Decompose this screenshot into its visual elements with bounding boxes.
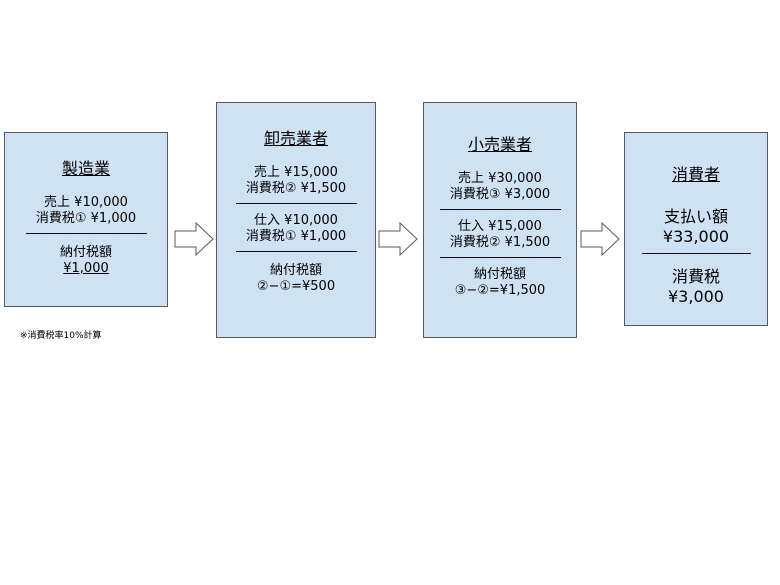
tax-rate-footnote: ※消費税率10%計算 xyxy=(20,331,102,341)
wholesaler-title: 卸売業者 xyxy=(263,129,328,148)
wholesaler-sales-tax: 消費税② ¥1,500 xyxy=(245,181,347,196)
arrow-right-icon xyxy=(174,222,214,256)
arrow-right-icon xyxy=(378,222,418,256)
consumer-paid-value: ¥33,000 xyxy=(662,227,730,246)
manufacturer-box: 製造業 売上 ¥10,000 消費税① ¥1,000 ―――――――――― 納付… xyxy=(4,132,168,307)
manufacturer-sales: 売上 ¥10,000 xyxy=(44,195,128,210)
wholesaler-purchase-tax: 消費税① ¥1,000 xyxy=(245,229,347,244)
manufacturer-payment-label: 納付税額 xyxy=(59,245,112,260)
consumer-paid-label: 支払い額 xyxy=(663,207,728,226)
retailer-divider-1: ―――――――――― xyxy=(440,203,561,217)
wholesaler-box: 卸売業者 売上 ¥15,000 消費税② ¥1,500 ―――――――――― 仕… xyxy=(216,102,376,338)
retailer-purchase: 仕入 ¥15,000 xyxy=(458,219,542,234)
retailer-divider-2: ―――――――――― xyxy=(440,251,561,265)
consumer-tax-value: ¥3,000 xyxy=(668,287,724,306)
retailer-purchase-tax: 消費税② ¥1,500 xyxy=(449,235,551,250)
retailer-payment-label: 納付税額 xyxy=(473,267,526,282)
retailer-sales-tax: 消費税③ ¥3,000 xyxy=(449,187,551,202)
wholesaler-divider-1: ―――――――――― xyxy=(236,197,357,211)
wholesaler-sales: 売上 ¥15,000 xyxy=(254,165,338,180)
manufacturer-title: 製造業 xyxy=(61,159,110,178)
consumer-divider: ――――――――― xyxy=(642,247,751,261)
wholesaler-divider-2: ―――――――――― xyxy=(236,245,357,259)
manufacturer-divider: ―――――――――― xyxy=(26,227,147,241)
retailer-payment-value: ③−②=¥1,500 xyxy=(454,283,546,298)
consumer-title: 消費者 xyxy=(671,165,720,184)
consumer-tax-label: 消費税 xyxy=(671,267,720,286)
retailer-title: 小売業者 xyxy=(467,135,532,154)
arrow-right-icon xyxy=(580,222,620,256)
manufacturer-tax: 消費税① ¥1,000 xyxy=(35,211,137,226)
manufacturer-payment-value: ¥1,000 xyxy=(63,261,109,276)
retailer-box: 小売業者 売上 ¥30,000 消費税③ ¥3,000 ―――――――――― 仕… xyxy=(423,102,577,338)
wholesaler-purchase: 仕入 ¥10,000 xyxy=(254,213,338,228)
consumer-box: 消費者 支払い額 ¥33,000 ――――――――― 消費税 ¥3,000 xyxy=(624,132,768,326)
retailer-sales: 売上 ¥30,000 xyxy=(458,171,542,186)
wholesaler-payment-value: ②−①=¥500 xyxy=(256,279,336,294)
wholesaler-payment-label: 納付税額 xyxy=(269,263,322,278)
